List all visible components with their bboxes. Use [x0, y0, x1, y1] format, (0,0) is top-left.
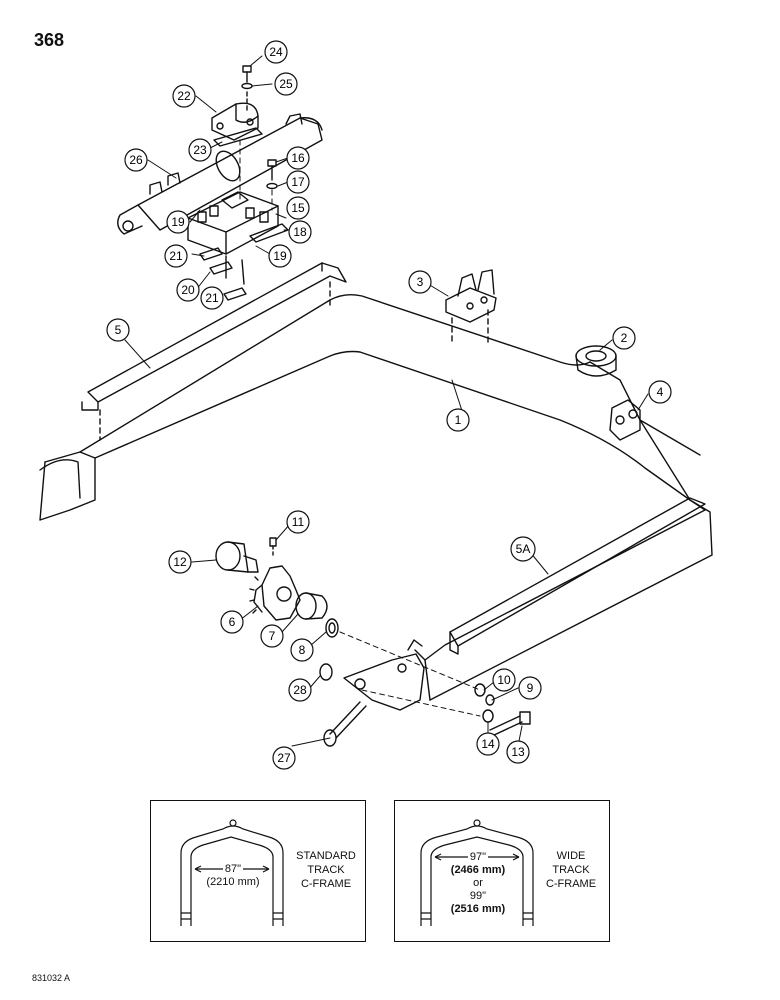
callout-21-a: 21: [164, 244, 188, 268]
svg-text:19: 19: [171, 215, 185, 229]
wide-dimension: 97" (2466 mm) or 99" (2516 mm): [450, 851, 506, 915]
callout-11: 11: [286, 510, 310, 534]
callout-23: 23: [188, 138, 212, 162]
callout-1: 1: [446, 408, 470, 432]
callout-16: 16: [286, 146, 310, 170]
bolt-24: [241, 65, 253, 111]
shim-18: [249, 223, 289, 243]
callout-19-b: 19: [268, 244, 292, 268]
svg-text:2: 2: [621, 331, 628, 345]
svg-text:19: 19: [273, 249, 287, 263]
svg-text:16: 16: [291, 151, 305, 165]
pivot-mount-bracket: [343, 639, 425, 711]
shim-20-21: [199, 247, 247, 301]
snap-ring-28: [319, 663, 333, 681]
callout-3: 3: [408, 270, 432, 294]
callout-6: 6: [220, 610, 244, 634]
callout-27: 27: [272, 746, 296, 770]
callout-20: 20: [176, 278, 200, 302]
svg-text:27: 27: [277, 751, 291, 765]
grease-fitting-11: [269, 537, 277, 559]
wide-caption: WIDE TRACK C-FRAME: [545, 850, 597, 890]
svg-text:21: 21: [169, 249, 183, 263]
svg-text:15: 15: [291, 201, 305, 215]
callout-21-b: 21: [200, 286, 224, 310]
callout-18: 18: [288, 220, 312, 244]
inset-wide-c-frame: 97" (2466 mm) or 99" (2516 mm) WIDE TRAC…: [394, 800, 610, 942]
svg-text:14: 14: [481, 737, 495, 751]
bolt-13: [489, 711, 531, 737]
standard-dimension: 87" (2210 mm): [206, 863, 260, 888]
svg-text:1: 1: [455, 413, 462, 427]
bolt-16: [266, 159, 278, 190]
drawing-code: 831032 A: [32, 973, 71, 983]
svg-text:26: 26: [129, 153, 143, 167]
svg-text:17: 17: [291, 175, 305, 189]
callout-2: 2: [612, 326, 636, 350]
svg-text:5A: 5A: [516, 542, 531, 556]
svg-text:24: 24: [269, 45, 283, 59]
svg-text:20: 20: [181, 283, 195, 297]
svg-text:8: 8: [299, 643, 306, 657]
svg-text:6: 6: [229, 615, 236, 629]
callout-7: 7: [260, 624, 284, 648]
svg-text:23: 23: [193, 143, 207, 157]
svg-text:25: 25: [279, 77, 293, 91]
c-frame-weldment: [39, 293, 713, 701]
pivot-gear-6: [249, 565, 301, 621]
wear-strip-5: [81, 262, 347, 441]
callout-19-a: 19: [166, 210, 190, 234]
pivot-shaft-12: [215, 541, 259, 573]
callout-8: 8: [290, 638, 314, 662]
callout-5: 5: [106, 318, 130, 342]
callout-15: 15: [286, 196, 310, 220]
callout-22: 22: [172, 84, 196, 108]
hydraulic-cylinder-26: [117, 113, 323, 235]
cylinder-mount-15: [187, 191, 279, 255]
svg-text:28: 28: [293, 683, 307, 697]
page-number: 368: [34, 30, 65, 50]
callout-14: 14: [476, 732, 500, 756]
svg-text:7: 7: [269, 629, 276, 643]
callout-26: 26: [124, 148, 148, 172]
svg-text:22: 22: [177, 89, 191, 103]
inset-standard-c-frame: 87" (2210 mm) STANDARD TRACK C-FRAME: [150, 800, 366, 942]
bushing-7: [295, 592, 328, 620]
svg-text:18: 18: [293, 225, 307, 239]
callout-24: 24: [264, 40, 288, 64]
callout-12: 12: [168, 550, 192, 574]
bolt-27: [323, 701, 367, 747]
callout-25: 25: [274, 72, 298, 96]
svg-text:9: 9: [527, 681, 534, 695]
callout-5a: 5A: [510, 536, 536, 562]
svg-text:4: 4: [657, 385, 664, 399]
svg-text:11: 11: [292, 515, 305, 529]
bushing-8: [325, 618, 339, 638]
shim-23: [213, 127, 263, 147]
pivot-bracket-3: [445, 269, 497, 346]
standard-caption: STANDARD TRACK C-FRAME: [296, 850, 356, 890]
svg-text:12: 12: [173, 555, 187, 569]
callout-17: 17: [286, 170, 310, 194]
callout-4: 4: [648, 380, 672, 404]
washer-25: [241, 82, 253, 90]
washer-17: [266, 182, 278, 190]
callout-13: 13: [506, 740, 530, 764]
svg-text:5: 5: [115, 323, 122, 337]
wear-strip-5a: [449, 497, 706, 655]
svg-text:3: 3: [417, 275, 424, 289]
svg-text:21: 21: [205, 291, 219, 305]
svg-text:13: 13: [511, 745, 525, 759]
callout-28: 28: [288, 678, 312, 702]
callout-10: 10: [492, 668, 516, 692]
callout-9: 9: [518, 676, 542, 700]
bearing-cap-22: [211, 102, 259, 141]
svg-text:10: 10: [497, 673, 511, 687]
